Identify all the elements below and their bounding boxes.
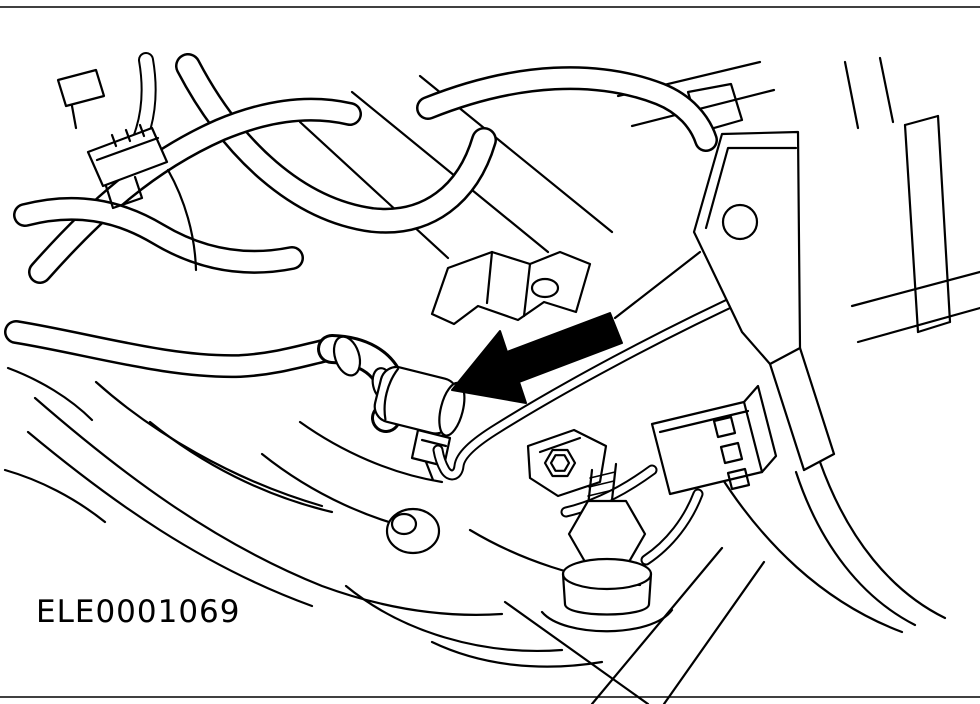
hose-clamp-ring: [332, 335, 362, 377]
engine-structure-lines: [298, 56, 980, 344]
terminal-slot: [726, 467, 751, 491]
small-connector: [56, 68, 106, 108]
hoses-top-left: [4, 52, 718, 379]
page-border-lines: [0, 6, 980, 698]
terminal-slot: [719, 441, 744, 465]
sensor-assembly: [317, 334, 466, 482]
bracket-hole: [721, 203, 759, 241]
bolt-hole-inner: [390, 512, 418, 536]
bolt-sensor-assembly: [526, 428, 674, 633]
harness-clip: [56, 68, 169, 210]
bracket-with-hole: [692, 130, 947, 627]
wiring-harness-cable: [432, 286, 760, 566]
figure-code-label: ELE0001069: [36, 594, 241, 630]
sensor-barrel: [373, 365, 466, 437]
terminal-slot: [712, 415, 737, 439]
hex-bolt-head: [543, 448, 577, 478]
mount-boss: [430, 250, 592, 326]
connector-block: [650, 384, 778, 496]
engine-block-curves: [3, 366, 904, 704]
pointer-arrow: [451, 312, 623, 404]
